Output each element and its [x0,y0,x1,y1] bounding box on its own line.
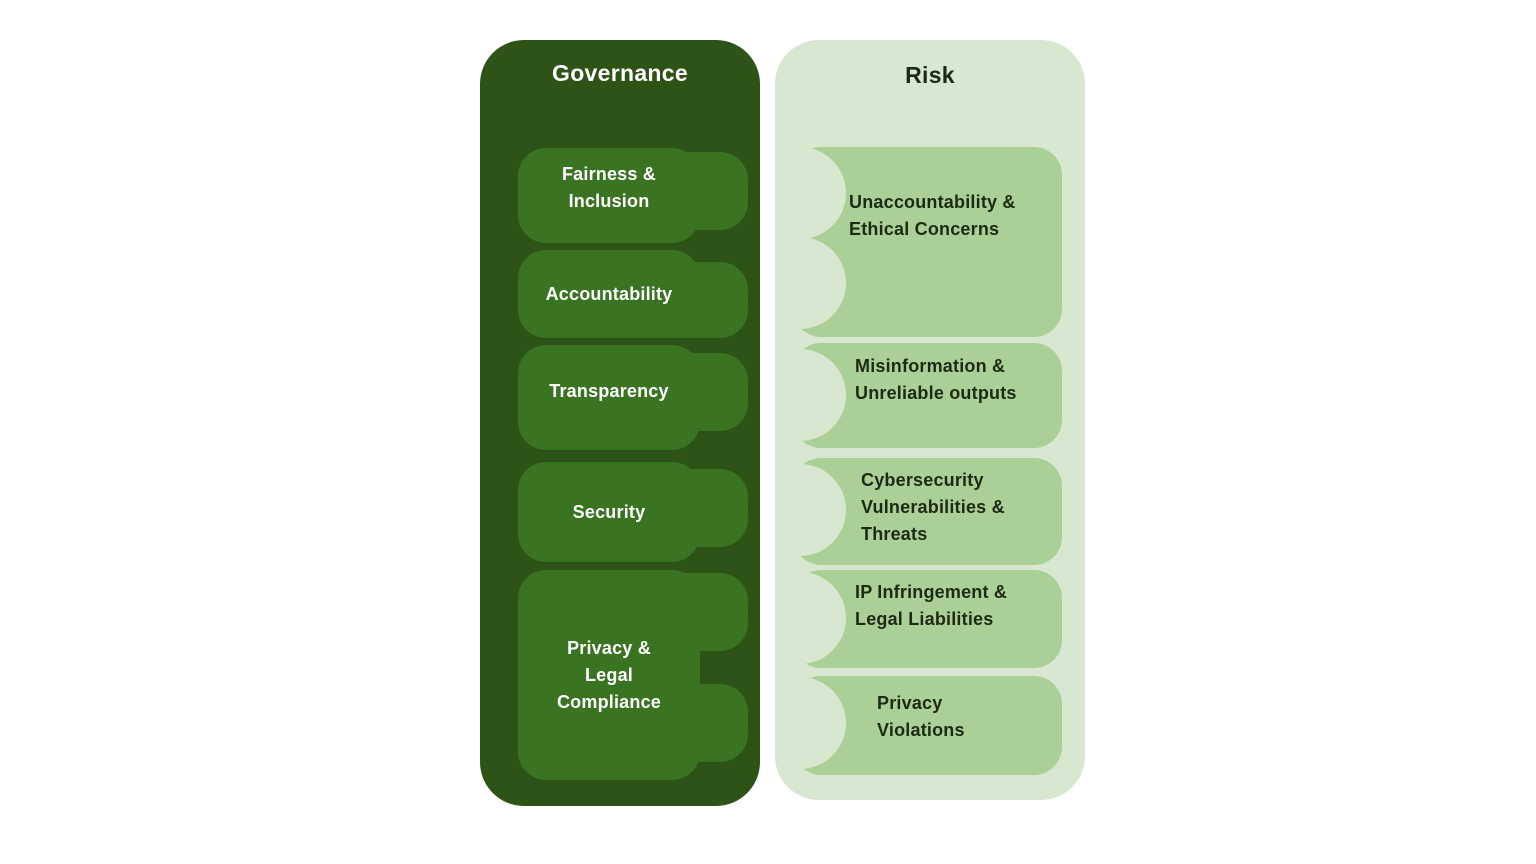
risk-item-cybersecurity-vulnerabilities-threats: Cybersecurity Vulnerabilities & Threats [793,458,1062,565]
governance-item-privacy-legal-compliance: Privacy & Legal Compliance [518,570,748,780]
risk-item-label: Cybersecurity Vulnerabilities & Threats [861,470,1005,544]
governance-item-label: Accountability [545,283,673,304]
puzzle-tab-icon [648,152,748,230]
governance-item-label: Fairness & Inclusion [561,163,657,211]
puzzle-notch-icon [793,147,846,239]
governance-title: Governance [552,60,688,86]
risk-title: Risk [905,62,955,88]
risk-item-label: Unaccountability & Ethical Concerns [849,192,1016,239]
risk-item-label: Privacy Violations [877,693,965,740]
governance-item-transparency: Transparency [518,345,748,450]
risk-panel: Risk Unaccountability & Ethical Concerns… [775,40,1085,800]
risk-item-misinformation-unreliable-outputs: Misinformation & Unreliable outputs [793,343,1062,448]
puzzle-notch-icon [793,464,846,556]
governance-item-label: Privacy & Legal Compliance [556,637,662,712]
governance-panel: Governance Fairness & Inclusion Accounta… [480,40,760,806]
puzzle-notch-icon [793,237,846,329]
puzzle-notch-icon [793,572,846,664]
puzzle-notch-icon [793,677,846,769]
risk-item-label: Misinformation & Unreliable outputs [855,356,1017,403]
puzzle-tab-icon [648,684,748,762]
governance-item-label: Security [572,501,646,522]
risk-item-privacy-violations: Privacy Violations [793,676,1062,775]
puzzle-tab-icon [648,573,748,651]
risk-item-ip-infringement-legal-liabilities: IP Infringement & Legal Liabilities [793,570,1062,668]
puzzle-tab-icon [648,469,748,547]
puzzle-tab-icon [648,353,748,431]
governance-item-security: Security [518,462,748,562]
governance-item-accountability: Accountability [518,250,748,338]
governance-item-fairness-inclusion: Fairness & Inclusion [518,148,748,243]
risk-item-unaccountability-ethical-concerns: Unaccountability & Ethical Concerns [793,147,1062,337]
puzzle-notch-icon [793,349,846,441]
puzzle-tab-icon [648,262,748,338]
risk-item-label: IP Infringement & Legal Liabilities [855,582,1008,629]
governance-item-label: Transparency [549,381,669,401]
